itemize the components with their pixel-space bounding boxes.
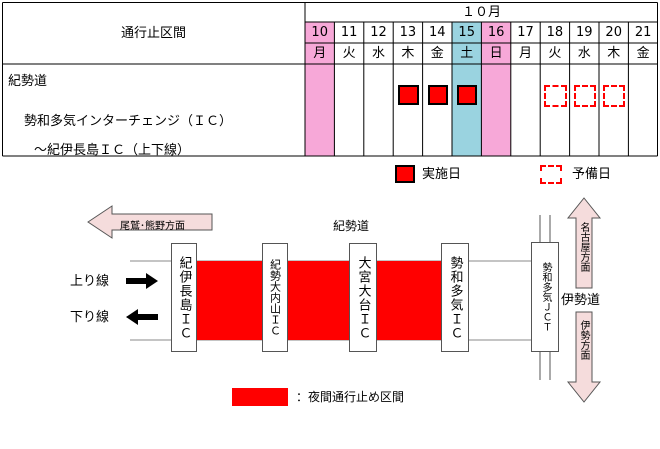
lane-down-label: 下り線 (70, 310, 110, 325)
day-date: 14 (429, 25, 446, 40)
legend-implementation-label: 実施日 (422, 167, 462, 182)
closure-legend-label: ：夜間通行止め区間 (296, 390, 405, 404)
ic-kisei-ouchiyama: 紀勢大内山ＩＣ (262, 243, 288, 352)
day-date: 15 (458, 25, 475, 40)
ic-seiwa-taki-label: 勢和多気ＩＣ (447, 255, 463, 340)
day-weekday: 月 (518, 46, 532, 61)
ic-kisei-ouchiyama-label: 紀勢大内山ＩＣ (268, 259, 282, 336)
ic-omiya-odai: 大宮大台ＩＣ (349, 243, 377, 352)
day-weekday: 水 (371, 46, 385, 61)
ic-omiya-odai-label: 大宮大台ＩＣ (355, 255, 371, 340)
arrow-west-icon (87, 205, 213, 239)
day-date: 17 (517, 25, 534, 40)
direction-west-label: 尾鷲･熊野方面 (120, 221, 185, 232)
route-diagram-graphic (87, 197, 602, 406)
schedule-month: １０月 (461, 4, 501, 20)
implementation-day-marker (457, 85, 478, 105)
direction-south-label: 伊勢方面 (578, 320, 589, 360)
route-from: 勢和多気インターチェンジ（ＩＣ） (24, 114, 233, 129)
lane-down-arrow-icon (126, 309, 158, 325)
day-weekday: 木 (607, 46, 621, 61)
day-date: 12 (370, 25, 387, 40)
direction-north-label: 名古屋方面 (578, 222, 589, 272)
day-weekday: 月 (313, 46, 327, 61)
closure-legend-swatch (232, 388, 288, 406)
jct-seiwa-taki-label: 勢和多気ＪＣＴ (540, 262, 551, 332)
legend-implementation-swatch (395, 165, 415, 183)
closure-section (195, 261, 445, 340)
day-column-highlight (305, 22, 335, 156)
jct-seiwa-taki: 勢和多気ＪＣＴ (531, 242, 559, 352)
day-weekday: 木 (401, 46, 415, 61)
schedule-table: 通行止区間 １０月 10 月 11 火 12 水 13 木 14 金 15 土 16 日 17 月 18 火 19 水… (2, 2, 658, 158)
reserve-day-marker (573, 85, 596, 107)
ic-kii-nagashima-label: 紀伊長島ＩＣ (176, 255, 192, 340)
day-date: 10 (311, 25, 328, 40)
day-date: 19 (576, 25, 593, 40)
day-date: 21 (634, 25, 652, 40)
route-diagram: 尾鷲･熊野方面 紀勢道 上り線 下り線 紀伊長島ＩＣ 紀勢大内山ＩＣ 大宮大台Ｉ… (0, 170, 660, 449)
day-date: 20 (605, 25, 622, 40)
day-weekday: 火 (548, 46, 562, 61)
day-weekday: 金 (430, 46, 444, 61)
arrow-north-icon (566, 197, 602, 289)
route-to: ～紀伊長島ＩＣ（上下線） (34, 143, 191, 158)
day-weekday: 火 (342, 46, 356, 61)
day-weekday: 日 (489, 46, 503, 61)
day-date: 11 (340, 25, 358, 40)
implementation-day-marker (427, 85, 448, 105)
reserve-day-marker (544, 85, 567, 107)
day-column-highlight (481, 22, 511, 156)
day-date: 16 (487, 25, 505, 40)
day-date: 18 (546, 25, 564, 40)
implementation-day-marker (398, 85, 419, 105)
day-weekday: 水 (577, 46, 591, 61)
day-weekday: 土 (460, 46, 474, 61)
lane-up-arrow-icon (126, 273, 158, 289)
road-name-label: 紀勢道 (333, 219, 370, 233)
ic-kii-nagashima: 紀伊長島ＩＣ (171, 243, 197, 352)
route-name: 紀勢道 (8, 74, 48, 89)
legend-reserve-label: 予備日 (572, 167, 612, 182)
day-date: 13 (399, 25, 417, 40)
lane-up-label: 上り線 (70, 274, 110, 289)
day-weekday: 金 (636, 46, 650, 61)
ise-road-label: 伊勢道 (561, 293, 601, 308)
reserve-day-marker (603, 85, 626, 107)
schedule-header-label: 通行止区間 (120, 25, 186, 41)
legend-reserve-swatch (540, 165, 562, 184)
arrow-south-icon (566, 311, 602, 403)
ic-seiwa-taki: 勢和多気ＩＣ (441, 243, 469, 352)
